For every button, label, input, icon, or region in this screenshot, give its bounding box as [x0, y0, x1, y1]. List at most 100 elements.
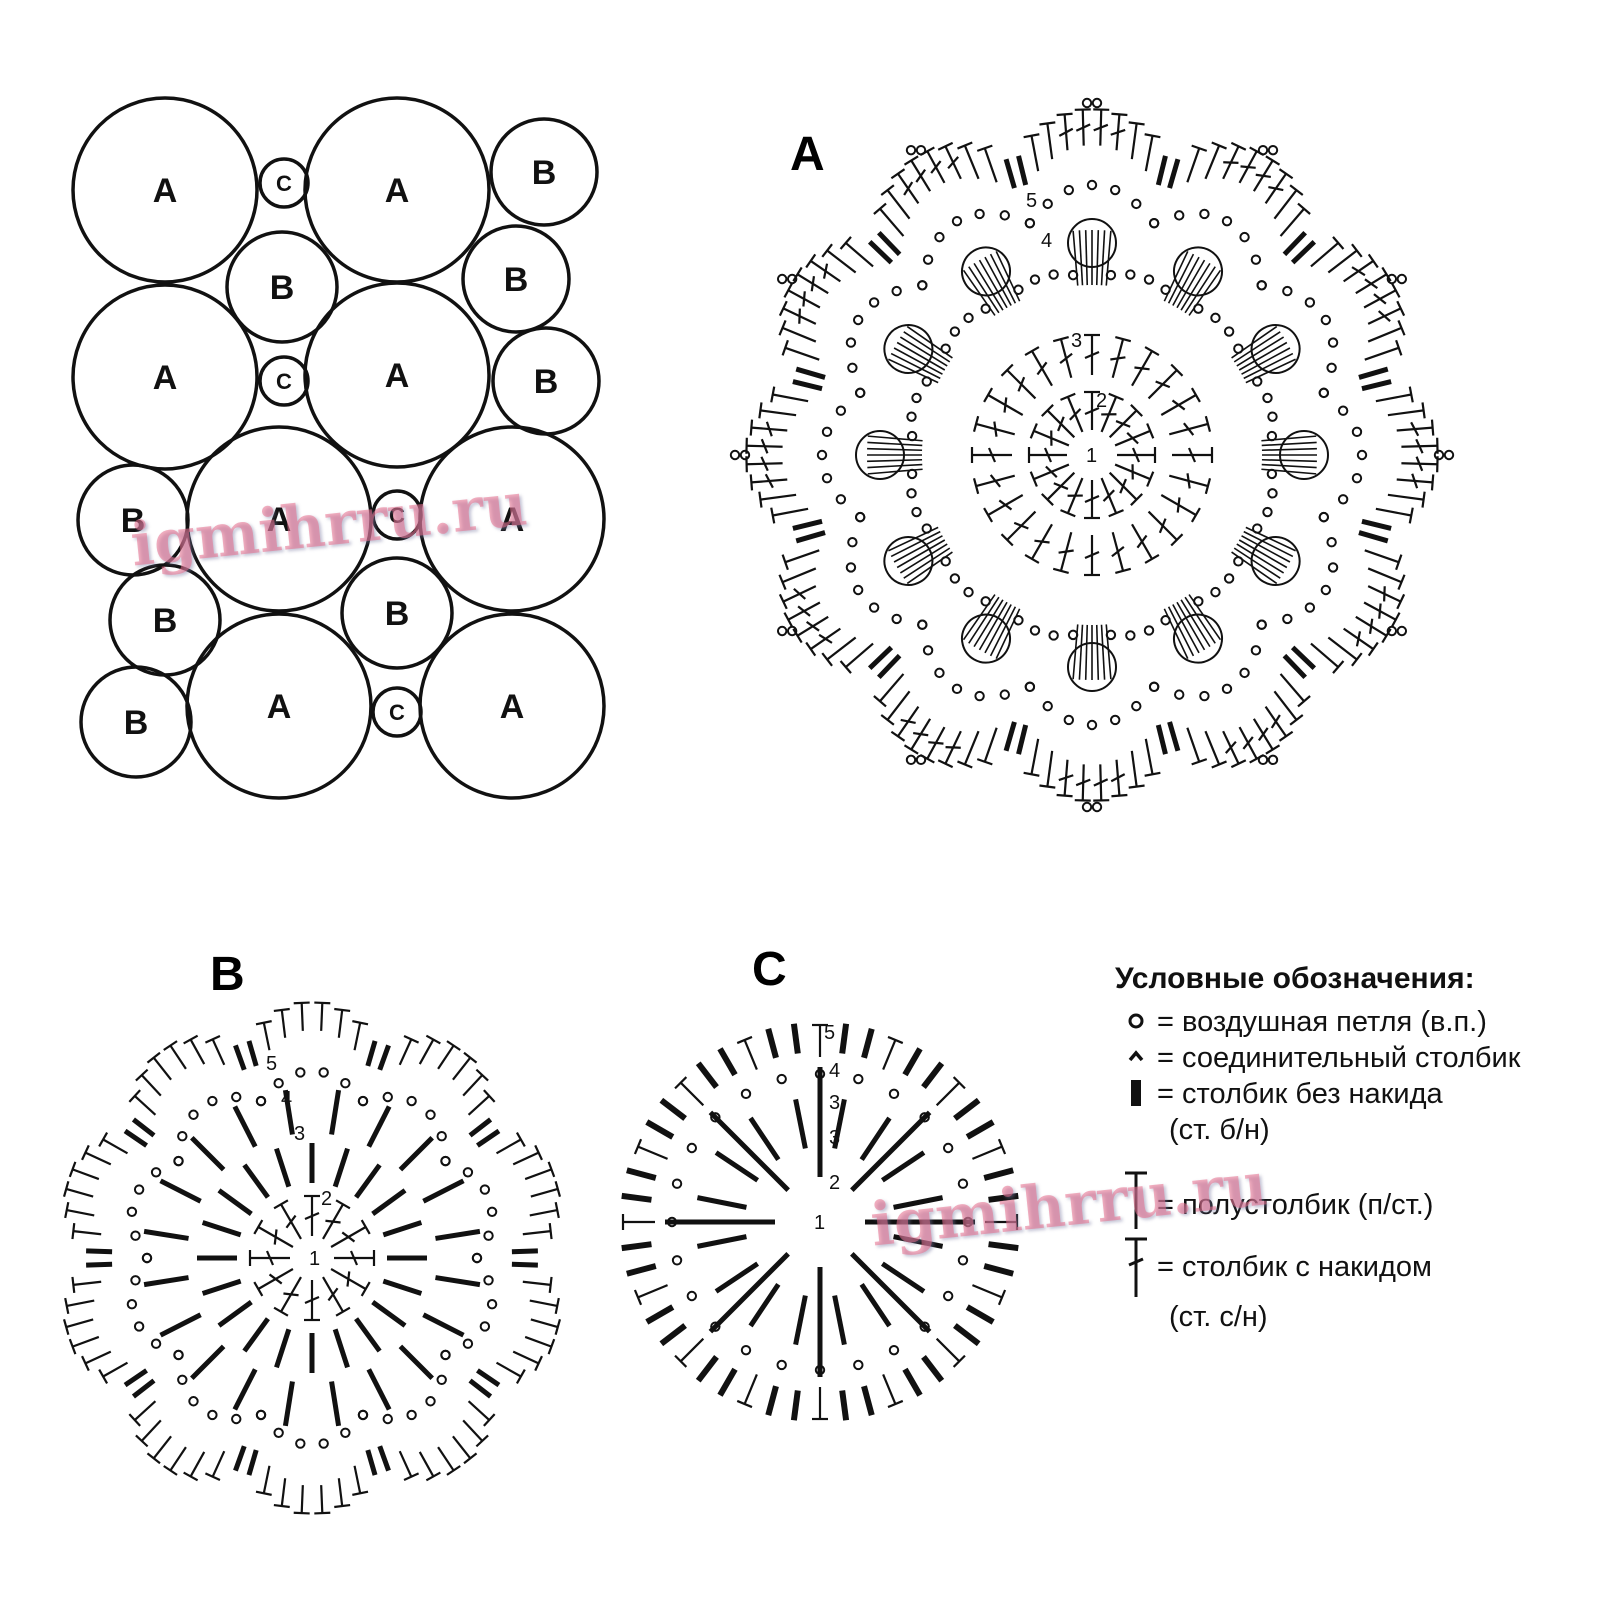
stitch-top	[360, 1281, 371, 1297]
chain-stitch	[845, 562, 857, 573]
stitch-cross	[304, 1295, 320, 1305]
legend-item-slip-stitch: = соединительный столбик	[1115, 1040, 1585, 1076]
stitch-top	[1297, 695, 1311, 708]
stitch-cross	[1017, 376, 1026, 392]
single-crochet-stitch	[988, 1241, 1019, 1252]
puff-strand	[1100, 230, 1106, 286]
chain-stitch	[854, 511, 866, 523]
half-double-stitch	[935, 1081, 961, 1107]
single-crochet-stitch	[850, 1110, 932, 1192]
half-double-stitch	[879, 673, 905, 702]
single-crochet-stitch	[717, 1367, 738, 1397]
chain-stitch	[868, 602, 880, 613]
chain-stitch	[974, 208, 985, 220]
puff-outline	[1250, 324, 1301, 374]
chain-stitch	[686, 1142, 698, 1154]
puff-strand	[1176, 259, 1206, 309]
puff-strand	[903, 331, 951, 363]
puff-outline	[1172, 613, 1223, 664]
stitch-top	[778, 593, 788, 610]
stitch-top	[534, 1355, 543, 1372]
half-double-stitch	[418, 1039, 435, 1065]
single-crochet-stitch	[1290, 240, 1317, 265]
half-double-stitch	[1186, 147, 1201, 183]
stitch-top	[273, 1007, 290, 1013]
chain-stitch	[406, 1095, 417, 1107]
chain-stitch	[382, 1413, 393, 1425]
motif-label: B	[504, 261, 529, 299]
stitch-top	[554, 1202, 560, 1219]
single-crochet-stitch	[696, 1195, 747, 1210]
chain-stitch	[1160, 615, 1171, 626]
half-double-stitch	[353, 1022, 362, 1051]
puff-cluster	[1163, 594, 1223, 664]
puff-strand	[903, 547, 951, 579]
stitch-top	[204, 1472, 221, 1481]
chain-stitch	[1063, 714, 1075, 726]
stitch-cross	[349, 1250, 359, 1266]
chain-stitch	[999, 210, 1010, 221]
stitch-top	[1390, 282, 1401, 298]
stitch-top	[68, 1161, 77, 1178]
single-crochet-stitch	[790, 1390, 801, 1421]
stitch-cross	[1084, 550, 1100, 560]
stitch-cross	[1034, 539, 1050, 544]
chain-stitch	[1257, 144, 1269, 156]
puff-strand	[989, 253, 1017, 304]
single-crochet-stitch	[893, 1195, 944, 1210]
motif-label: B	[124, 704, 149, 742]
motif-label: A	[153, 172, 178, 210]
chain-stitch	[436, 1130, 447, 1142]
half-double-stitch	[963, 145, 980, 180]
half-double-stitch	[1375, 393, 1412, 403]
chain-stitch	[949, 326, 961, 337]
stitch-top	[64, 1202, 70, 1219]
motif-outline	[185, 612, 373, 800]
legend-item-double-crochet: = столбик с накидом	[1115, 1235, 1585, 1299]
puff-outline	[961, 613, 1011, 664]
stitch-top	[1130, 404, 1143, 417]
stitch-top	[554, 1319, 562, 1336]
single-crochet-stitch	[476, 1128, 501, 1148]
motif-outline	[489, 117, 599, 227]
stitch-cross	[1268, 185, 1284, 192]
chain-stitch	[1327, 562, 1339, 573]
stitch-top	[255, 1020, 272, 1026]
stitch-top	[805, 253, 817, 269]
half-double-stitch	[1364, 346, 1400, 361]
stitch-top	[1170, 363, 1184, 377]
stitch-cross	[1242, 736, 1254, 750]
stitch-top	[880, 184, 895, 196]
stitch-top	[1190, 387, 1201, 403]
stitch-cross	[998, 499, 1013, 511]
single-crochet-stitch	[365, 1449, 378, 1476]
layout-motif-a: A	[418, 612, 606, 800]
single-crochet-stitch	[748, 1282, 781, 1328]
layout-motif-b: B	[461, 224, 571, 334]
stitch-top	[293, 1511, 310, 1515]
half-double-stitch	[1046, 123, 1054, 160]
chain-stitch	[1252, 376, 1263, 387]
chain-stitch	[1250, 254, 1262, 265]
chain-stitch	[934, 667, 945, 679]
layout-motif-b: B	[489, 117, 599, 227]
single-crochet-stitch	[159, 1178, 202, 1204]
row-number: 1	[814, 1212, 825, 1234]
puff-strand	[1236, 336, 1285, 367]
puff-strand	[1261, 463, 1317, 469]
puff-cluster	[1261, 430, 1329, 480]
chain-stitch	[318, 1067, 329, 1078]
stitch-top	[839, 660, 852, 674]
single-crochet-stitch	[867, 240, 894, 265]
stitch-top	[1397, 574, 1406, 590]
row-number: 1	[309, 1248, 320, 1270]
legend-title: Условные обозначения:	[1115, 962, 1475, 995]
chain-stitch	[295, 1438, 306, 1449]
half-double-stitch	[102, 1361, 129, 1378]
chain-stitch	[1199, 690, 1210, 702]
stitch-cross	[930, 160, 942, 174]
single-crochet-stitch	[232, 1105, 258, 1148]
chain-stitch	[1091, 97, 1103, 109]
half-double-stitch	[262, 1022, 271, 1051]
